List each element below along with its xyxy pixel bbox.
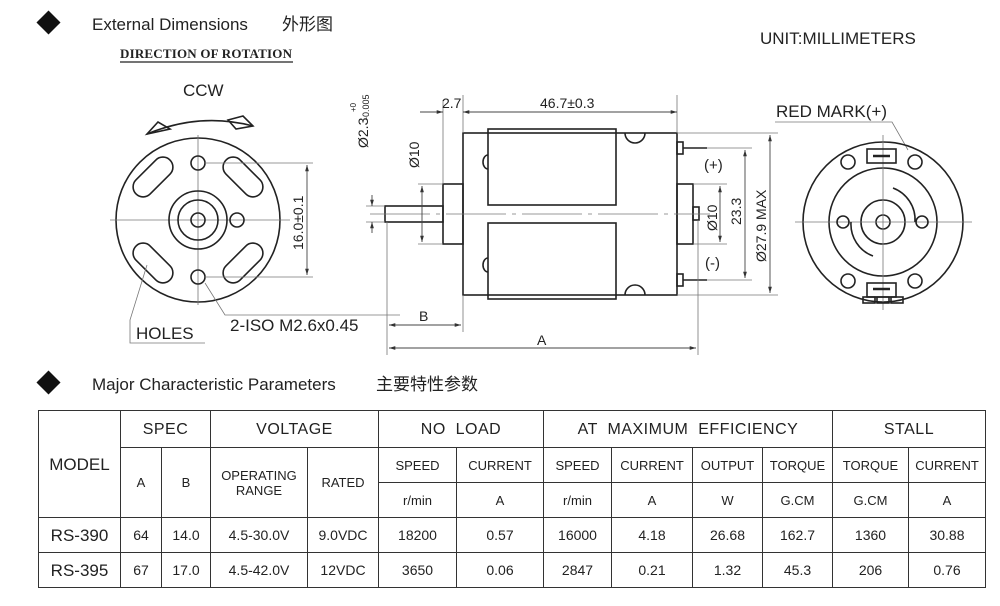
header-no-load: NO LOAD	[378, 410, 544, 448]
unit-eff-torque: G.CM	[762, 482, 833, 518]
front-boss-dia-dim: Ø10	[406, 141, 422, 168]
external-dimensions-title-cn: 外形图	[282, 15, 333, 34]
shaft-tol-upper: +0	[349, 102, 358, 112]
header-eff-current: CURRENT	[611, 447, 693, 483]
unit-eff-speed: r/min	[543, 482, 612, 518]
header-max-efficiency: AT MAXIMUM EFFICIENCY	[543, 410, 833, 448]
diamond-bullet-icon	[36, 370, 61, 395]
table-row: RS-395 67 17.0 4.5-42.0V 12VDC 3650 0.06…	[38, 552, 986, 588]
minus-terminal-label: (-)	[705, 255, 720, 272]
header-spec-b: B	[161, 447, 211, 518]
rear-boss-dia-dim: Ø10	[704, 204, 720, 231]
shaft-tol-lower: -0.005	[361, 94, 371, 120]
cell-stall-current: 30.88	[908, 517, 986, 553]
cell-spec-b: 17.0	[161, 552, 211, 588]
cell-noload-current: 0.06	[456, 552, 544, 588]
rotation-arrow-icon	[146, 119, 254, 135]
unit-stall-torque: G.CM	[832, 482, 909, 518]
table-row: RS-390 64 14.0 4.5-30.0V 9.0VDC 18200 0.…	[38, 517, 986, 553]
header-rated: RATED	[307, 447, 379, 518]
side-view: 2.7 46.7±0.3 Ø10 Ø2.3 +0 -0.005 (+) (-) …	[349, 94, 778, 355]
header-noload-speed: SPEED	[378, 447, 457, 483]
cell-eff-speed: 2847	[543, 552, 612, 588]
holes-label: HOLES	[136, 324, 194, 343]
cell-eff-output: 1.32	[692, 552, 763, 588]
terminal-spacing-dim: 23.3	[728, 198, 744, 225]
external-dimensions-title: External Dimensions	[92, 15, 248, 34]
cell-stall-torque: 1360	[832, 517, 909, 553]
cell-eff-torque: 45.3	[762, 552, 833, 588]
dim-a-label: A	[537, 332, 547, 348]
header-stall: STALL	[832, 410, 986, 448]
header-stall-current: CURRENT	[908, 447, 986, 483]
diamond-bullet-icon	[36, 10, 61, 35]
direction-title: DIRECTION OF ROTATION	[120, 46, 293, 61]
params-title: Major Characteristic Parameters	[92, 375, 336, 394]
boss-length-dim: 2.7	[442, 95, 462, 111]
rear-view: RED MARK(+)	[775, 102, 972, 310]
header-spec-a: A	[120, 447, 162, 518]
cell-spec-a: 64	[120, 517, 162, 553]
dim-b-label: B	[419, 308, 428, 324]
header-eff-speed: SPEED	[543, 447, 612, 483]
cell-noload-current: 0.57	[456, 517, 544, 553]
unit-noload-speed: r/min	[378, 482, 457, 518]
plus-terminal-label: (+)	[704, 157, 723, 174]
cell-rated: 12VDC	[307, 552, 379, 588]
cell-eff-current: 0.21	[611, 552, 693, 588]
red-mark-label: RED MARK(+)	[776, 102, 887, 121]
cell-model: RS-390	[38, 517, 121, 553]
header-stall-torque: TORQUE	[832, 447, 909, 483]
cell-operating-range: 4.5-30.0V	[210, 517, 308, 553]
unit-eff-current: A	[611, 482, 693, 518]
parameters-table: MODEL SPEC VOLTAGE NO LOAD AT MAXIMUM EF…	[38, 410, 986, 588]
unit-noload-current: A	[456, 482, 544, 518]
header-eff-torque: TORQUE	[762, 447, 833, 483]
body-length-dim: 46.7±0.3	[540, 95, 595, 111]
cell-spec-a: 67	[120, 552, 162, 588]
header-spec: SPEC	[120, 410, 211, 448]
ccw-label: CCW	[183, 81, 224, 100]
cell-eff-torque: 162.7	[762, 517, 833, 553]
cell-rated: 9.0VDC	[307, 517, 379, 553]
header-voltage: VOLTAGE	[210, 410, 379, 448]
cell-operating-range: 4.5-42.0V	[210, 552, 308, 588]
unit-stall-current: A	[908, 482, 986, 518]
cell-model: RS-395	[38, 552, 121, 588]
cell-noload-speed: 18200	[378, 517, 457, 553]
shaft-dia-dim: Ø2.3	[355, 117, 371, 148]
unit-label: UNIT:MILLIMETERS	[760, 29, 916, 48]
header-operating-range: OPERATING RANGE	[210, 447, 308, 518]
params-title-cn: 主要特性参数	[376, 375, 478, 394]
cell-stall-current: 0.76	[908, 552, 986, 588]
unit-eff-output: W	[692, 482, 763, 518]
cell-stall-torque: 206	[832, 552, 909, 588]
body-dia-dim: Ø27.9 MAX	[753, 189, 769, 262]
front-view: CCW 16.0±0.1 HOLES 2-ISO M2.6x0.45	[110, 81, 400, 344]
cell-eff-speed: 16000	[543, 517, 612, 553]
cell-spec-b: 14.0	[161, 517, 211, 553]
header-model: MODEL	[38, 410, 121, 518]
cell-eff-output: 26.68	[692, 517, 763, 553]
header-eff-output: OUTPUT	[692, 447, 763, 483]
hole-spacing-dim: 16.0±0.1	[290, 195, 306, 250]
cell-eff-current: 4.18	[611, 517, 693, 553]
cell-noload-speed: 3650	[378, 552, 457, 588]
thread-label: 2-ISO M2.6x0.45	[230, 316, 359, 335]
header-noload-current: CURRENT	[456, 447, 544, 483]
